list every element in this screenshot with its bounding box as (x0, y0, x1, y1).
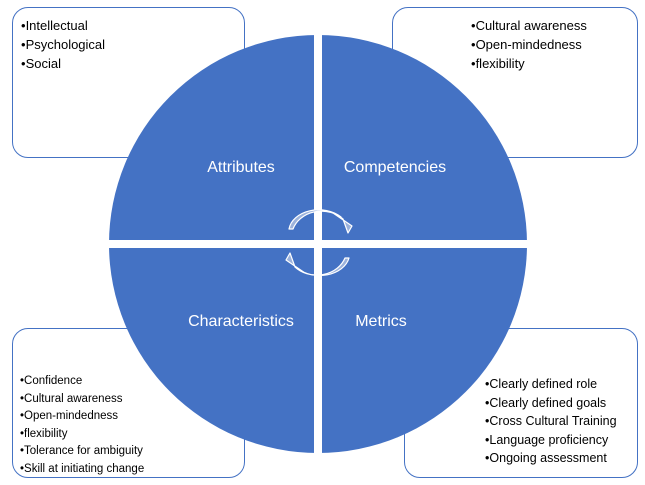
list-item: Skill at initiating change (20, 461, 244, 479)
list-item: Intellectual (21, 16, 244, 35)
list-item: Clearly defined role (485, 375, 637, 394)
list-item: flexibility (471, 54, 637, 73)
list-item: Open-mindedness (471, 35, 637, 54)
characteristics-list: Confidence Cultural awareness Open-minde… (20, 373, 244, 478)
list-item: Psychological (21, 35, 244, 54)
quadrant-competencies (318, 35, 527, 244)
quadrant-label-characteristics: Characteristics (188, 313, 294, 330)
cycle-arrow-top-icon (288, 209, 353, 234)
list-item: Ongoing assessment (485, 449, 637, 468)
quadrant-circle (100, 26, 536, 462)
list-item: Confidence (20, 373, 244, 391)
list-item: Cultural awareness (471, 16, 637, 35)
list-item: Social (21, 54, 244, 73)
quadrant-metrics (318, 244, 527, 453)
cycle-arrow-bottom-icon (285, 252, 350, 277)
vertical-divider (314, 26, 322, 462)
quadrant-attributes (109, 35, 318, 244)
quadrant-characteristics (109, 244, 318, 453)
quadrant-label-attributes: Attributes (207, 159, 275, 176)
quadrant-label-metrics: Metrics (355, 313, 407, 330)
list-item: Open-mindedness (20, 408, 244, 426)
list-item: Cultural awareness (20, 391, 244, 409)
metrics-list: Clearly defined role Clearly defined goa… (485, 375, 637, 468)
list-item: Language proficiency (485, 431, 637, 450)
list-item: flexibility (20, 426, 244, 444)
attributes-list: Intellectual Psychological Social (21, 16, 244, 73)
competencies-list: Cultural awareness Open-mindedness flexi… (471, 16, 637, 73)
quadrant-label-competencies: Competencies (344, 159, 446, 176)
list-item: Cross Cultural Training (485, 412, 637, 431)
list-item: Clearly defined goals (485, 394, 637, 413)
list-item: Tolerance for ambiguity (20, 443, 244, 461)
